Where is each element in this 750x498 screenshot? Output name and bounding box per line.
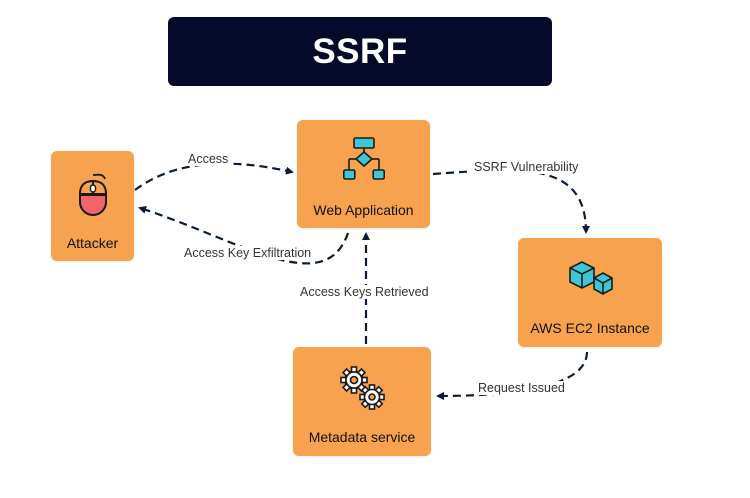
edge-label-access-key-exfiltration: Access Key Exfiltration [182, 246, 314, 260]
edge-label-access-keys-retrieved: Access Keys Retrieved [298, 285, 431, 299]
gears-icon [340, 366, 385, 410]
cubes-icon [569, 261, 613, 295]
node-metadata-service: Metadata service [293, 347, 431, 456]
node-web-application: Web Application [297, 120, 430, 228]
edge-access [134, 162, 294, 191]
node-label-attacker: Attacker [66, 235, 119, 251]
node-label-metadata-service: Metadata service [308, 429, 416, 445]
node-label-aws-ec2-instance: AWS EC2 Instance [530, 320, 650, 336]
edge-label-ssrf-vulnerability: SSRF Vulnerability [472, 160, 581, 174]
edge-label-request-issued: Request Issued [476, 381, 567, 395]
mouse-icon [78, 173, 108, 216]
node-label-web-application: Web Application [313, 202, 414, 218]
edge-label-access: Access [186, 152, 231, 166]
title-banner: SSRF [168, 17, 552, 86]
node-aws-ec2-instance: AWS EC2 Instance [518, 238, 662, 347]
node-attacker: Attacker [51, 151, 134, 261]
edge-ssrf-vulnerability [432, 169, 590, 234]
diagram-title: SSRF [312, 31, 408, 71]
flowchart-icon [343, 137, 385, 180]
